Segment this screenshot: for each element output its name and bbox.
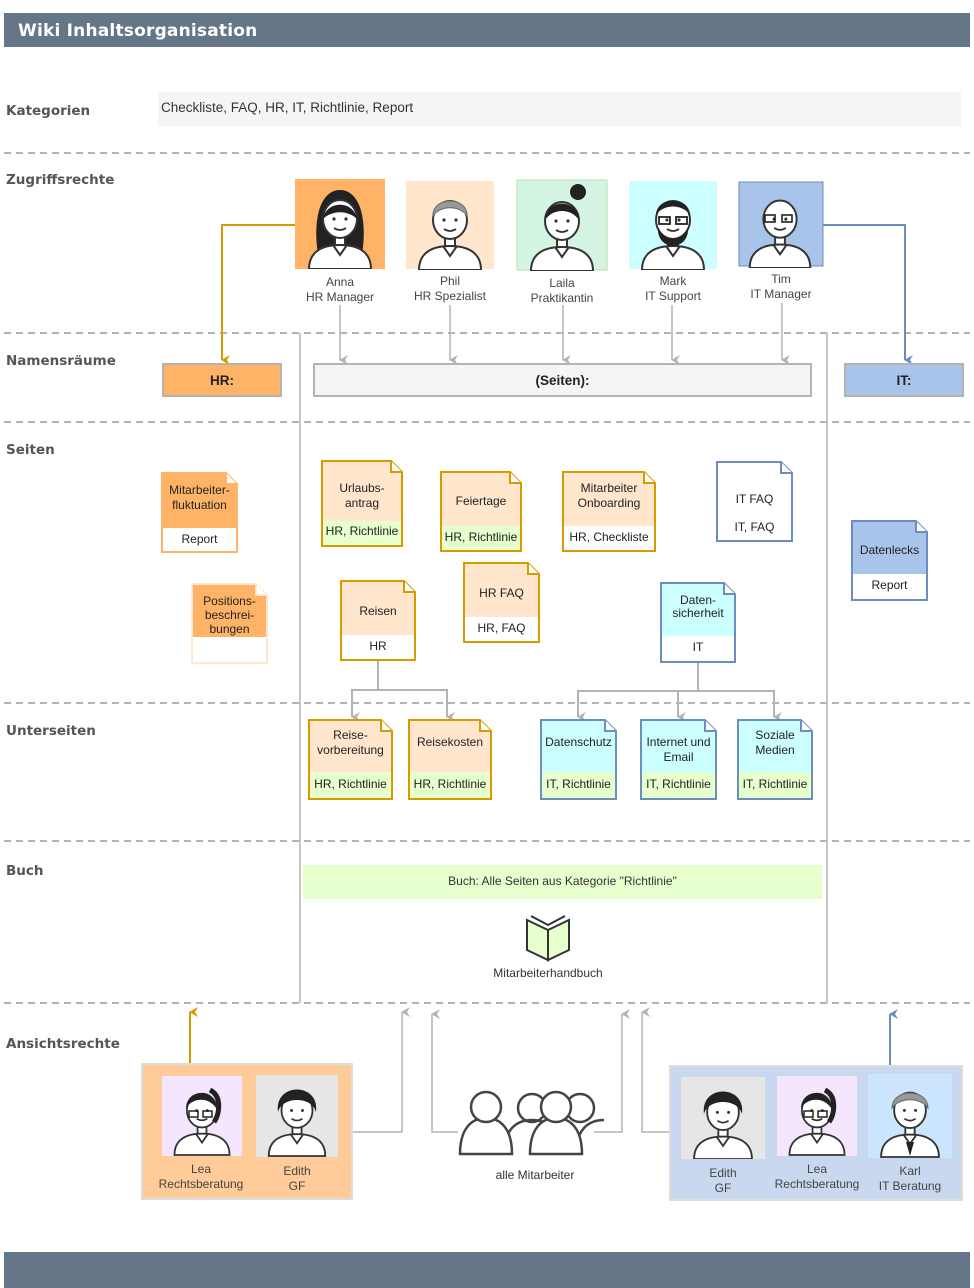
phil-icon bbox=[418, 200, 482, 270]
karl-icon bbox=[880, 1091, 940, 1158]
footer-bar bbox=[4, 1252, 970, 1288]
viewer-it-edith: Edith GF bbox=[709, 1166, 737, 1195]
tim-icon bbox=[748, 199, 812, 268]
header-bar: Wiki Inhaltsorganisation bbox=[4, 13, 970, 47]
editor-tim: Tim IT Manager bbox=[750, 272, 812, 301]
row-separators bbox=[4, 152, 970, 1004]
page-hrfaq[interactable]: HR FAQ HR, FAQ bbox=[477, 586, 526, 635]
book-icon bbox=[526, 915, 570, 962]
lea-hr-icon bbox=[173, 1087, 231, 1156]
editor-mark: Mark IT Support bbox=[645, 274, 701, 303]
subpage-datenschutz[interactable]: Datenschutz IT, Richtlinie bbox=[545, 735, 612, 791]
page-datenlecks[interactable]: Datenlecks Report bbox=[859, 543, 920, 592]
book-rule-box bbox=[303, 865, 822, 899]
viewer-hr-lea: Lea Rechtsberatung bbox=[158, 1162, 244, 1191]
all-employees-icon bbox=[458, 1090, 605, 1156]
row-label-ansichtsrechte: Ansichtsrechte bbox=[6, 1036, 120, 1052]
edith-hr-icon bbox=[267, 1089, 327, 1157]
page-itfaq[interactable]: IT FAQ IT, FAQ bbox=[734, 492, 775, 534]
editor-anna: Anna HR Manager bbox=[305, 275, 375, 304]
row-label-namensraeume: Namensräume bbox=[6, 353, 116, 369]
subpage-reisekosten[interactable]: Reisekosten HR, Richtlinie bbox=[413, 735, 487, 791]
row-label-seiten: Seiten bbox=[6, 442, 55, 458]
laila-icon bbox=[530, 184, 594, 271]
row-label-buch: Buch bbox=[6, 863, 44, 879]
lea-it-icon bbox=[788, 1087, 846, 1156]
categories-box: Checkliste, FAQ, HR, IT, Richtlinie, Rep… bbox=[158, 92, 961, 126]
book-rule-text: Buch: Alle Seiten aus Kategorie "Richtli… bbox=[448, 874, 677, 888]
mark-icon bbox=[641, 200, 705, 270]
namespace-hr: HR: bbox=[162, 363, 282, 397]
editor-phil: Phil HR Spezialist bbox=[413, 274, 487, 303]
book-name[interactable]: Mitarbeiterhandbuch bbox=[493, 966, 603, 980]
namespace-pages: (Seiten): bbox=[313, 363, 812, 397]
categories-text: Checkliste, FAQ, HR, IT, Richtlinie, Rep… bbox=[161, 100, 414, 115]
page-datensicherheit[interactable]: Daten- sicherheit IT bbox=[672, 593, 724, 654]
subpage-sozialemedien[interactable]: Soziale Medien IT, Richtlinie bbox=[742, 728, 808, 791]
viewer-it-lea: Lea Rechtsberatung bbox=[774, 1162, 860, 1191]
viewer-hr-edith: Edith GF bbox=[283, 1164, 311, 1193]
anna-icon bbox=[308, 190, 372, 269]
row-label-kategorien: Kategorien bbox=[6, 103, 91, 119]
row-label-zugriffsrechte: Zugriffsrechte bbox=[6, 172, 115, 188]
viewer-it-karl: Karl IT Beratung bbox=[878, 1164, 942, 1193]
subpage-reisevorbereitung[interactable]: Reise- vorbereitung HR, Richtlinie bbox=[314, 728, 387, 791]
page-onboarding[interactable]: Mitarbeiter Onboarding HR, Checkliste bbox=[569, 481, 649, 544]
all-employees-label: alle Mitarbeiter bbox=[495, 1168, 575, 1182]
editor-laila: Laila Praktikantin bbox=[530, 276, 594, 305]
subpage-internet[interactable]: Internet und Email IT, Richtlinie bbox=[646, 735, 711, 791]
page-positionsbeschreibungen[interactable]: Positions- beschrei- bungen bbox=[203, 594, 256, 636]
page-reisen[interactable]: Reisen HR bbox=[359, 604, 397, 653]
page-feiertage[interactable]: Feiertage HR, Richtlinie bbox=[444, 494, 518, 544]
row-label-unterseiten: Unterseiten bbox=[6, 723, 96, 739]
edith-it-icon bbox=[693, 1091, 753, 1159]
page-urlaubsantrag[interactable]: Urlaubs- antrag HR, Richtlinie bbox=[325, 481, 399, 538]
namespace-it: IT: bbox=[844, 363, 964, 397]
page-mitarbeiterfluktuation[interactable]: Mitarbeiter- fluktuation Report bbox=[169, 483, 230, 546]
page-title: Wiki Inhaltsorganisation bbox=[18, 21, 258, 41]
